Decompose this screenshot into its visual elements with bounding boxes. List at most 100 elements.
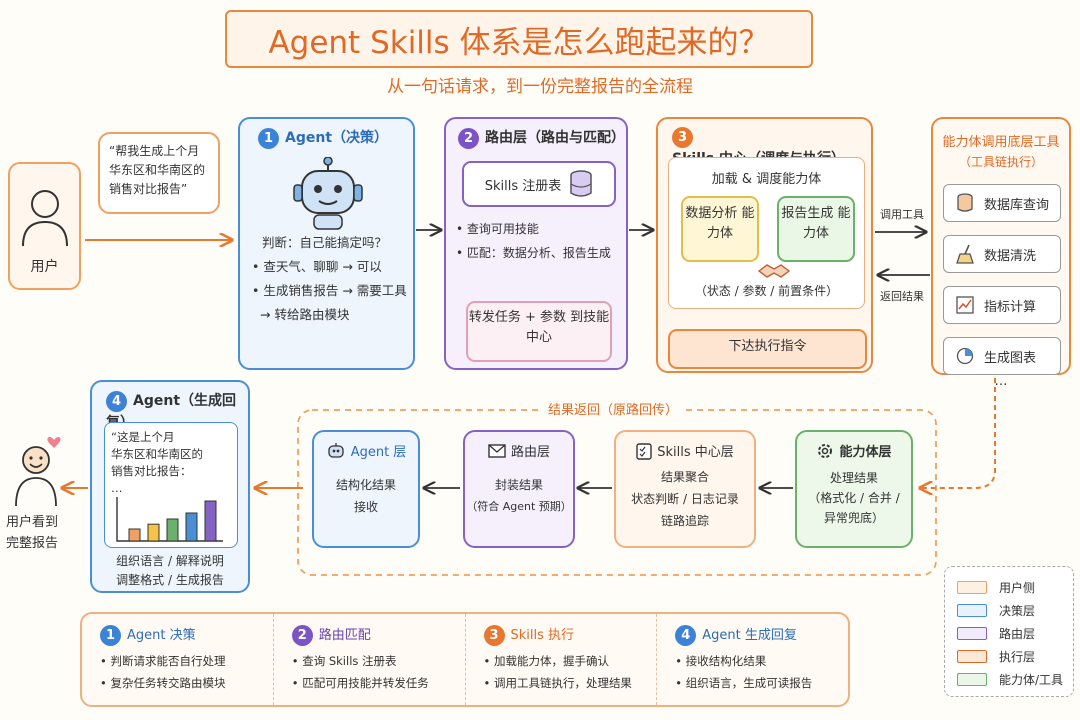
router-text: • 查询可用技能 • 匹配：数据分析、报告生成 [456,217,628,265]
tools-panel: 能力体调用底层工具 （工具链执行） 数据库查询 数据清洗 指标计算 生成图表 … [931,117,1071,389]
call-tools-label: 调用工具 [880,208,924,221]
legend-label: 路由层 [999,626,1036,641]
legend: 用户侧 决策层 路由层 执行层 能力体/工具 [944,566,1074,697]
tool-generate-chart: 生成图表 [943,337,1061,375]
tool-label: 数据清洗 [984,248,1037,264]
happy-user-icon [15,437,61,507]
agent-reply-footer: 组织语言 / 解释说明 [116,554,224,568]
agent-line: 判断：自己能搞定吗？ [262,235,388,250]
pie-chart-icon [956,347,974,365]
legend-swatch [957,603,987,617]
envelope-icon [488,443,506,458]
quote-line: … [111,481,123,495]
capability-loader: 加载 & 调度能力体 数据分析 能力体 报告生成 能力体 （状态 / 参数 / … [668,157,865,309]
database-icon [957,193,973,212]
forward-task-box: 转发任务 + 参数 到技能中心 [466,301,612,362]
skills-layer-box: Skills 中心层 结果聚合 状态判断 / 日志记录 链路追踪 [614,430,756,548]
agent-line: • 查天气、聊聊 → 可以 [252,259,382,274]
summary-title: 路由匹配 [318,628,371,643]
report-bar [147,523,160,542]
agent-reply-footer: 调整格式 / 生成报告 [116,573,224,587]
execute-command-label: 下达执行指令 [728,339,807,354]
skills-registry: Skills 注册表 [462,161,616,207]
page-title: Agent Skills 体系是怎么跑起来的？ [225,10,813,68]
router-layer-title: 路由层 [510,445,550,460]
agent-layer-title: Agent 层 [350,445,407,460]
report-bar [204,500,217,542]
quote-line: 华东区和华南区的 [111,447,203,461]
quote-line: 销售对比报告： [111,464,192,478]
legend-swatch [957,626,987,640]
agent-line: → 转给路由模块 [260,307,350,322]
summary-title: Skills 执行 [510,628,575,643]
skills-layer-line: 链路追踪 [660,514,709,528]
agent-decision-text: 判断：自己能搞定吗？ • 查天气、聊聊 → 可以 • 生成销售报告 → 需要工具… [252,231,412,327]
user-icon [22,190,68,247]
summary-item: • 加载能力体，握手确认 [483,654,609,668]
router-layer-line: （符合 Agent 预期） [466,500,572,513]
agent-title: Agent（决策） [285,130,389,146]
robot-icon [328,442,344,458]
step-4-badge: 4 [106,390,127,412]
user-box: 用户 [8,162,81,290]
report-bar [128,528,141,542]
skills-registry-label: Skills 注册表 [484,178,562,194]
summary-item: • 查询 Skills 注册表 [291,654,397,668]
return-results-label: 返回结果 [880,290,924,303]
summary-item: • 调用工具链执行，处理结果 [483,676,632,690]
tool-database-query: 数据库查询 [943,184,1061,222]
final-user-label: 用户看到 完整报告 [5,515,58,551]
agent-line: • 生成销售报告 → 需要工具 [252,283,407,298]
summary-item: • 组织语言，生成可读报告 [675,676,813,690]
tools-more: … [994,374,1008,389]
return-flow-label: 结果返回（原路回传） [540,399,687,418]
summary-badge: 3 [483,625,505,646]
tool-label: 生成图表 [984,350,1037,366]
tool-label: 数据库查询 [984,197,1050,213]
legend-swatch [957,649,987,663]
legend-swatch [957,672,987,686]
tool-data-cleaning: 数据清洗 [943,235,1061,273]
skills-layer-line: 结果聚合 [660,470,709,484]
summary-badge: 1 [100,625,121,646]
step-3-badge: 3 [672,127,693,148]
legend-item: 决策层 [957,600,1073,620]
router-layer-line: 封装结果 [494,478,543,492]
summary-title: Agent 生成回复 [702,628,797,643]
legend-item: 能力体/工具 [957,669,1073,689]
summary-step-2: 2 路由匹配 • 查询 Skills 注册表 • 匹配可用技能并转发任务 [274,614,466,705]
cap2-label: 报告生成 能力体 [781,206,851,241]
summary-badge: 4 [675,625,697,646]
report-preview: “这是上个月 华东区和华南区的 销售对比报告： … [104,422,238,548]
legend-label: 执行层 [999,649,1036,664]
router-line: • 查询可用技能 [456,222,539,236]
capability-layer-line: （格式化 / 合并 / [808,491,900,505]
legend-item: 路由层 [957,623,1073,643]
capability-layer-title: 能力体层 [839,445,892,460]
summary-item: • 判断请求能否自行处理 [100,654,226,668]
execute-command-box: 下达执行指令 [668,329,867,369]
broom-icon [956,244,974,264]
legend-label: 决策层 [999,603,1036,618]
user-label: 用户 [30,259,59,275]
skills-layer-title: Skills 中心层 [657,445,734,460]
summary-item: • 匹配可用技能并转发任务 [291,676,429,690]
capability-loader-title: 加载 & 调度能力体 [711,172,822,187]
tool-label: 指标计算 [984,299,1037,315]
legend-label: 用户侧 [999,580,1036,595]
capability-layer-line: 异常兜底） [823,511,884,525]
report-bar [166,518,179,542]
report-bar [185,512,198,542]
router-layer-box: 路由层 封装结果 （符合 Agent 预期） [463,430,575,548]
quote-line: “这是上个月 [111,430,175,444]
handshake-icon [757,264,791,278]
report-bar-chart [116,497,223,542]
summary-title: Agent 决策 [127,628,196,643]
capability-layer-line: 处理结果 [829,471,878,485]
step-2-badge: 2 [458,127,479,149]
summary-badge: 2 [291,625,313,646]
capability-params: （状态 / 参数 / 前置条件） [694,284,839,298]
